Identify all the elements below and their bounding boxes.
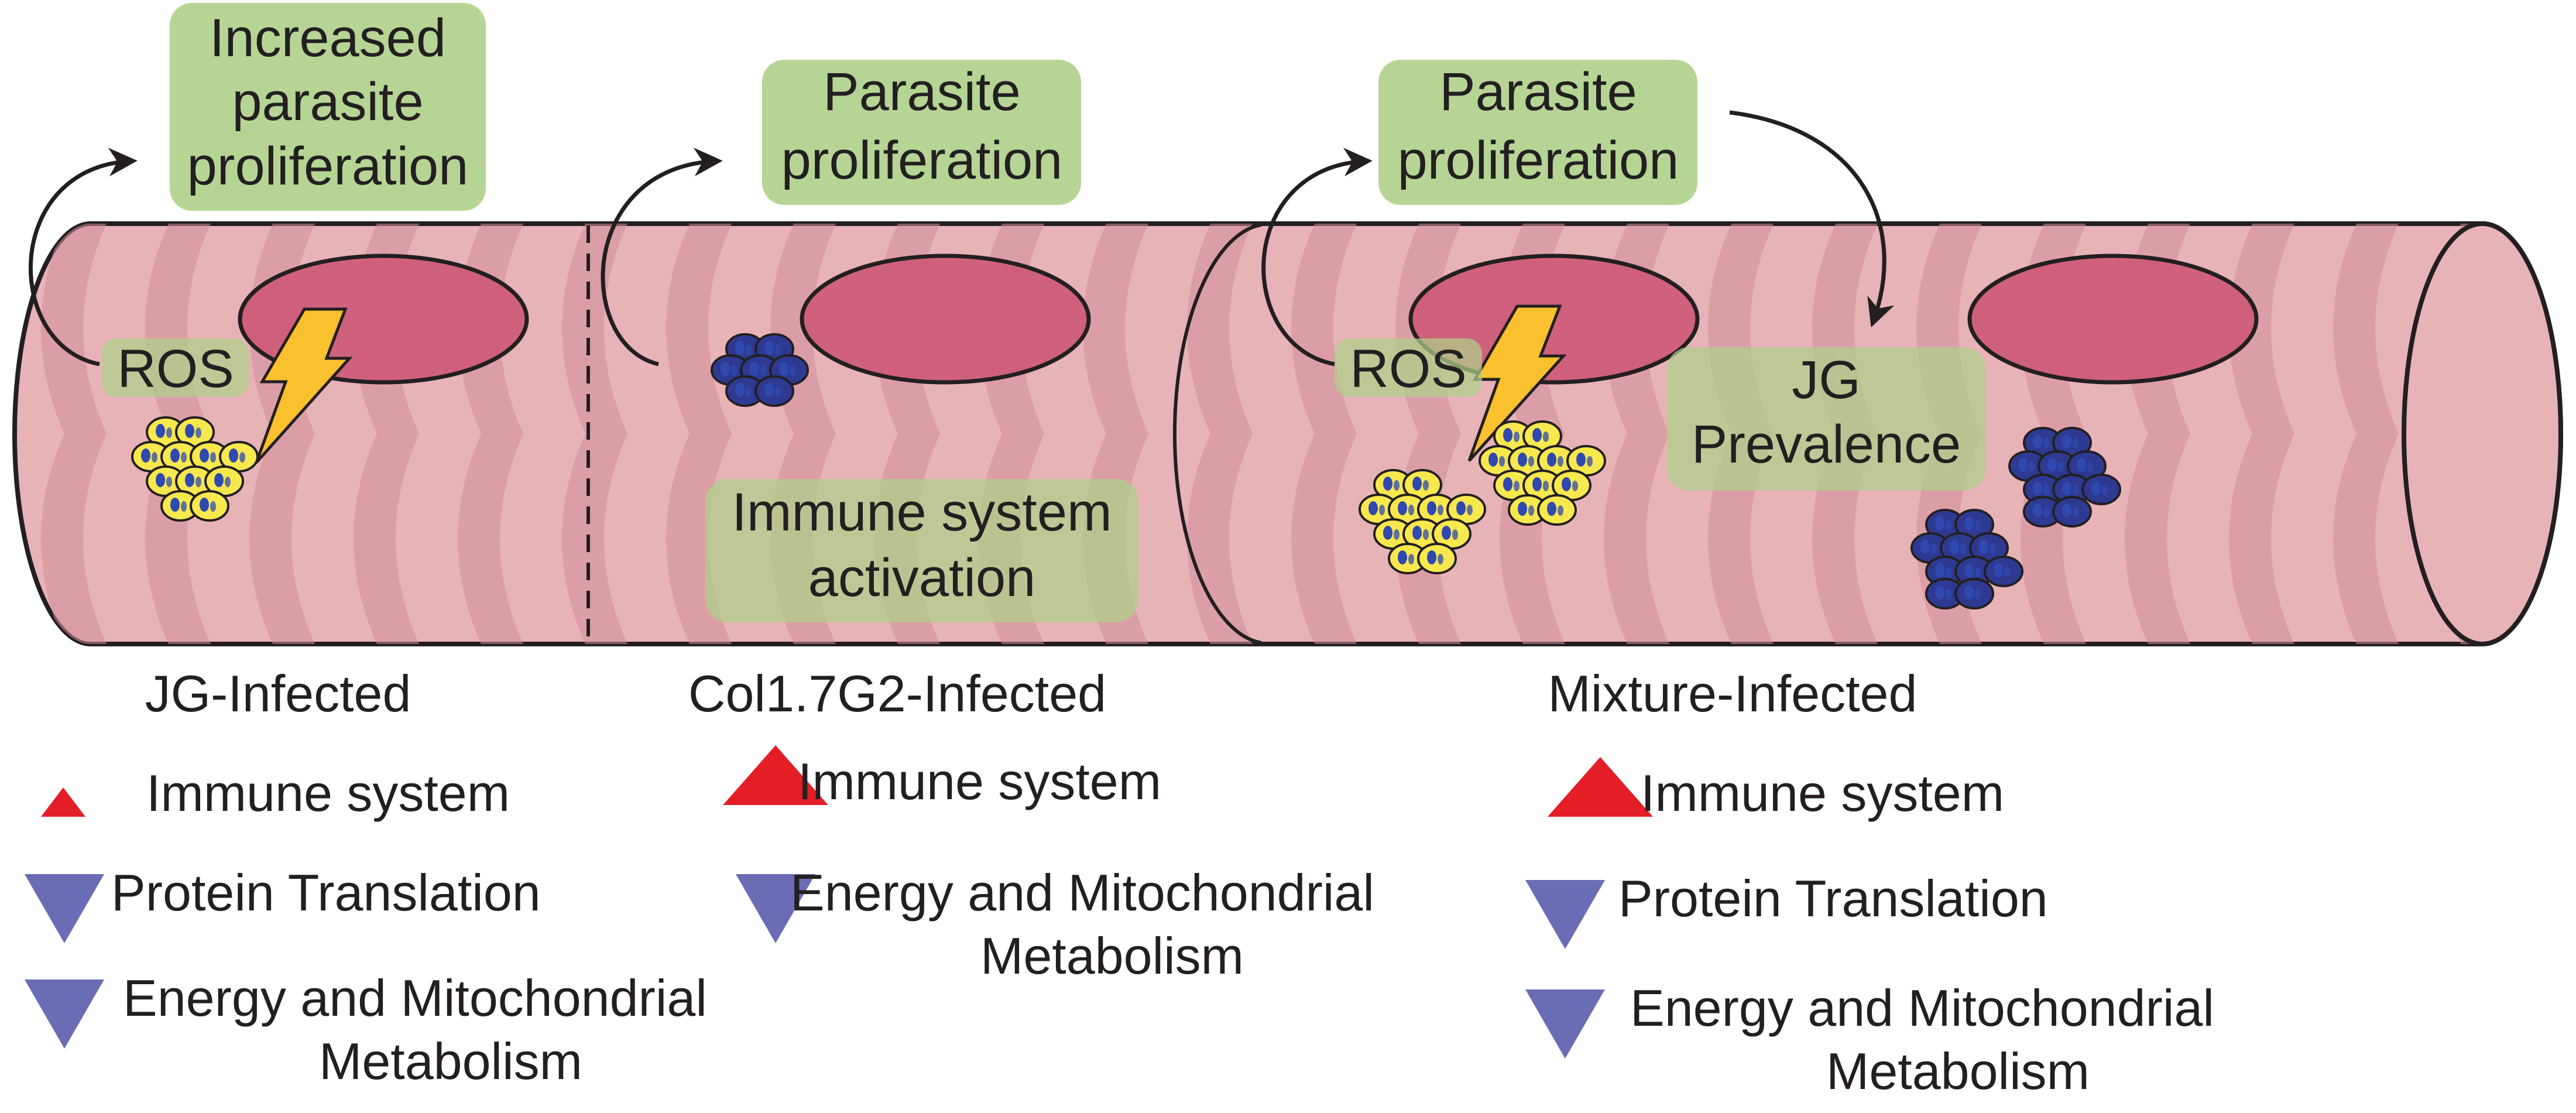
parasite-cell	[1417, 494, 1457, 525]
parasite-cell	[1566, 445, 1606, 477]
parasite-clusters	[131, 333, 2121, 609]
legend-text: Immune system	[146, 764, 510, 822]
parasite-cell	[1522, 470, 1562, 501]
legend-text: Protein Translation	[1618, 869, 2048, 927]
box-line-2: proliferation	[781, 131, 1063, 190]
parasite-cell	[1954, 578, 1994, 609]
parasite-cell	[2052, 496, 2092, 528]
down-regulation-icon	[1525, 989, 1605, 1059]
up-regulation-icon	[1548, 757, 1653, 817]
parasite-cell	[2052, 474, 2092, 505]
down-regulation-icon	[1525, 880, 1605, 949]
ros-lightning-icon	[255, 307, 353, 464]
down-regulation-icon	[25, 874, 104, 943]
increased-parasite-proliferation-box: Increased parasite proliferation	[170, 3, 486, 211]
striation-band	[666, 224, 732, 644]
feedback-arrow-mix	[1261, 148, 1373, 367]
parasite-cell	[1432, 518, 1471, 550]
legend-text: Energy and Mitochondrial	[1630, 979, 2214, 1037]
fiber-end-cap	[2402, 221, 2563, 646]
box-line-2: activation	[808, 548, 1036, 608]
box-line-2: parasite	[232, 72, 423, 132]
parasite-cell	[2023, 427, 2063, 458]
ros-label-jg: ROS	[101, 338, 249, 399]
striation-band	[41, 224, 107, 644]
feedback-arrow-col	[601, 148, 723, 367]
legend-text: Metabolism	[319, 1032, 582, 1090]
legend-text: Energy and Mitochondrial	[123, 969, 707, 1027]
legend-item: Protein Translation	[1525, 869, 2048, 949]
box-line-1: Immune system	[732, 482, 1112, 542]
striation-band	[1291, 224, 1357, 644]
legend-item: Immune system	[723, 745, 1161, 810]
legend-text: Protein Translation	[111, 864, 541, 922]
down-regulation-icon	[736, 874, 815, 943]
parasite-cell	[1940, 532, 1980, 564]
parasite-cell	[754, 375, 794, 407]
parasite-cell	[1925, 556, 1965, 587]
parasite-cell	[1493, 470, 1533, 501]
jg-infected-label: JG-Infected	[145, 665, 411, 722]
box-line-1: Parasite	[823, 62, 1021, 122]
parasite-cell	[1417, 543, 1457, 574]
myonucleus-col	[800, 254, 1091, 385]
parasite-cell	[204, 465, 244, 497]
striation-band	[2333, 224, 2399, 644]
box-line-1: Parasite	[1439, 62, 1637, 122]
ros-text: ROS	[1350, 339, 1466, 399]
box-line-1: Increased	[210, 8, 446, 68]
legend-text: Immune system	[798, 752, 1161, 810]
striation-band	[562, 224, 627, 644]
up-regulation-icon	[723, 745, 828, 805]
down-regulation-icon	[25, 980, 104, 1049]
legend-item: Immune system	[41, 764, 510, 822]
parasite-cell	[131, 441, 171, 472]
parasite-cell	[146, 416, 186, 448]
parasite-cell	[1402, 518, 1442, 550]
legend-item: Protein Translation	[25, 864, 541, 943]
parasite-proliferation-box-col: Parasite proliferation	[762, 60, 1081, 205]
mixture-section-edge	[1172, 223, 1262, 645]
parasite-cell	[190, 490, 229, 522]
ros-text: ROS	[117, 339, 234, 399]
legend-text: Energy and Mitochondrial	[790, 864, 1374, 922]
parasite-cell	[1388, 543, 1428, 574]
parasite-cell	[1508, 445, 1548, 477]
parasite-proliferation-box-mix: Parasite proliferation	[1378, 60, 1697, 205]
parasite-cell	[2081, 474, 2121, 505]
up-regulation-icon	[41, 787, 85, 817]
myonucleus-mix-2	[1967, 254, 2259, 385]
ros-label-mix: ROS	[1335, 338, 1482, 399]
feedback-arrow-jg	[29, 148, 138, 367]
parasite-cell	[2023, 496, 2063, 528]
box-line-1: JG	[1792, 350, 1861, 410]
prevalence-arrow	[1729, 110, 1895, 328]
parasite-cell	[1984, 556, 2023, 587]
col-infected-label: Col1.7G2-Infected	[688, 665, 1106, 722]
legend-text: Immune system	[1641, 764, 2004, 822]
striation-band	[1187, 224, 1253, 644]
legend-text: Metabolism	[1826, 1042, 2090, 1100]
parasite-cell	[1508, 494, 1548, 526]
parasite-cell	[1537, 494, 1577, 526]
box-line-2: proliferation	[1398, 131, 1679, 190]
box-line-2: Prevalence	[1692, 415, 1961, 474]
immune-system-activation-box: Immune system activation	[705, 479, 1138, 622]
legend-item: Immune system	[1548, 757, 2004, 822]
parasite-cell	[2008, 450, 2048, 482]
mixture-infected-label: Mixture-Infected	[1548, 665, 1918, 722]
legend-text: Metabolism	[980, 927, 1244, 985]
box-line-3: proliferation	[187, 136, 469, 196]
jg-prevalence-box: JG Prevalence	[1667, 347, 1986, 491]
